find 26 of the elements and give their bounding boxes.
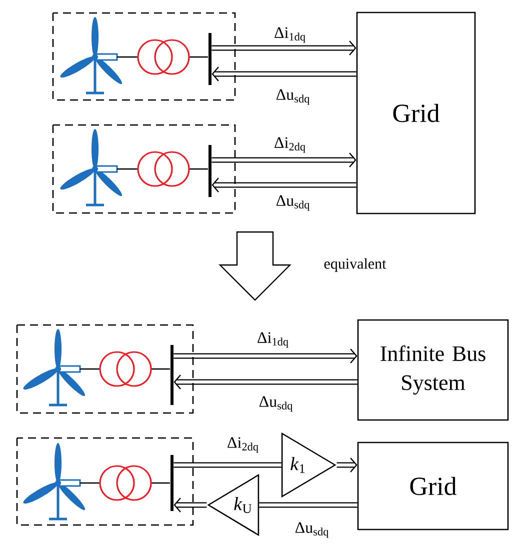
edge-label: Δi$_{1dq}$ — [258, 332, 288, 348]
system-box: Grid — [357, 442, 509, 530]
arrow — [174, 498, 208, 512]
edge-label: Δi$_{1dq}$ — [274, 27, 306, 43]
edge-label: Δi$_{2dq}$ — [228, 437, 258, 453]
arrow — [211, 40, 356, 56]
edge-label: Δi$_{2dq}$ — [274, 137, 306, 153]
edge-label: Δu$_{sdq}$ — [276, 195, 310, 211]
arrow — [173, 462, 282, 468]
arrow — [336, 458, 358, 472]
system-box: Grid — [356, 12, 476, 214]
arrow — [212, 66, 357, 82]
edge-label: Δu$_{sdq}$ — [259, 396, 292, 412]
arrow — [174, 374, 358, 390]
edge-label: Δu$_{sdq}$ — [295, 522, 328, 538]
annotation: equivalent — [324, 258, 386, 272]
arrow — [258, 502, 358, 508]
arrow — [211, 152, 356, 168]
bus-bar — [208, 33, 212, 85]
edge-label: Δu$_{sdq}$ — [276, 89, 310, 105]
system-box: Infinite Bus System — [357, 319, 509, 421]
arrow — [173, 348, 358, 364]
arrow — [212, 178, 357, 192]
bus-bar — [208, 145, 212, 197]
bus-bar — [170, 345, 174, 405]
bus-bar — [170, 455, 174, 511]
